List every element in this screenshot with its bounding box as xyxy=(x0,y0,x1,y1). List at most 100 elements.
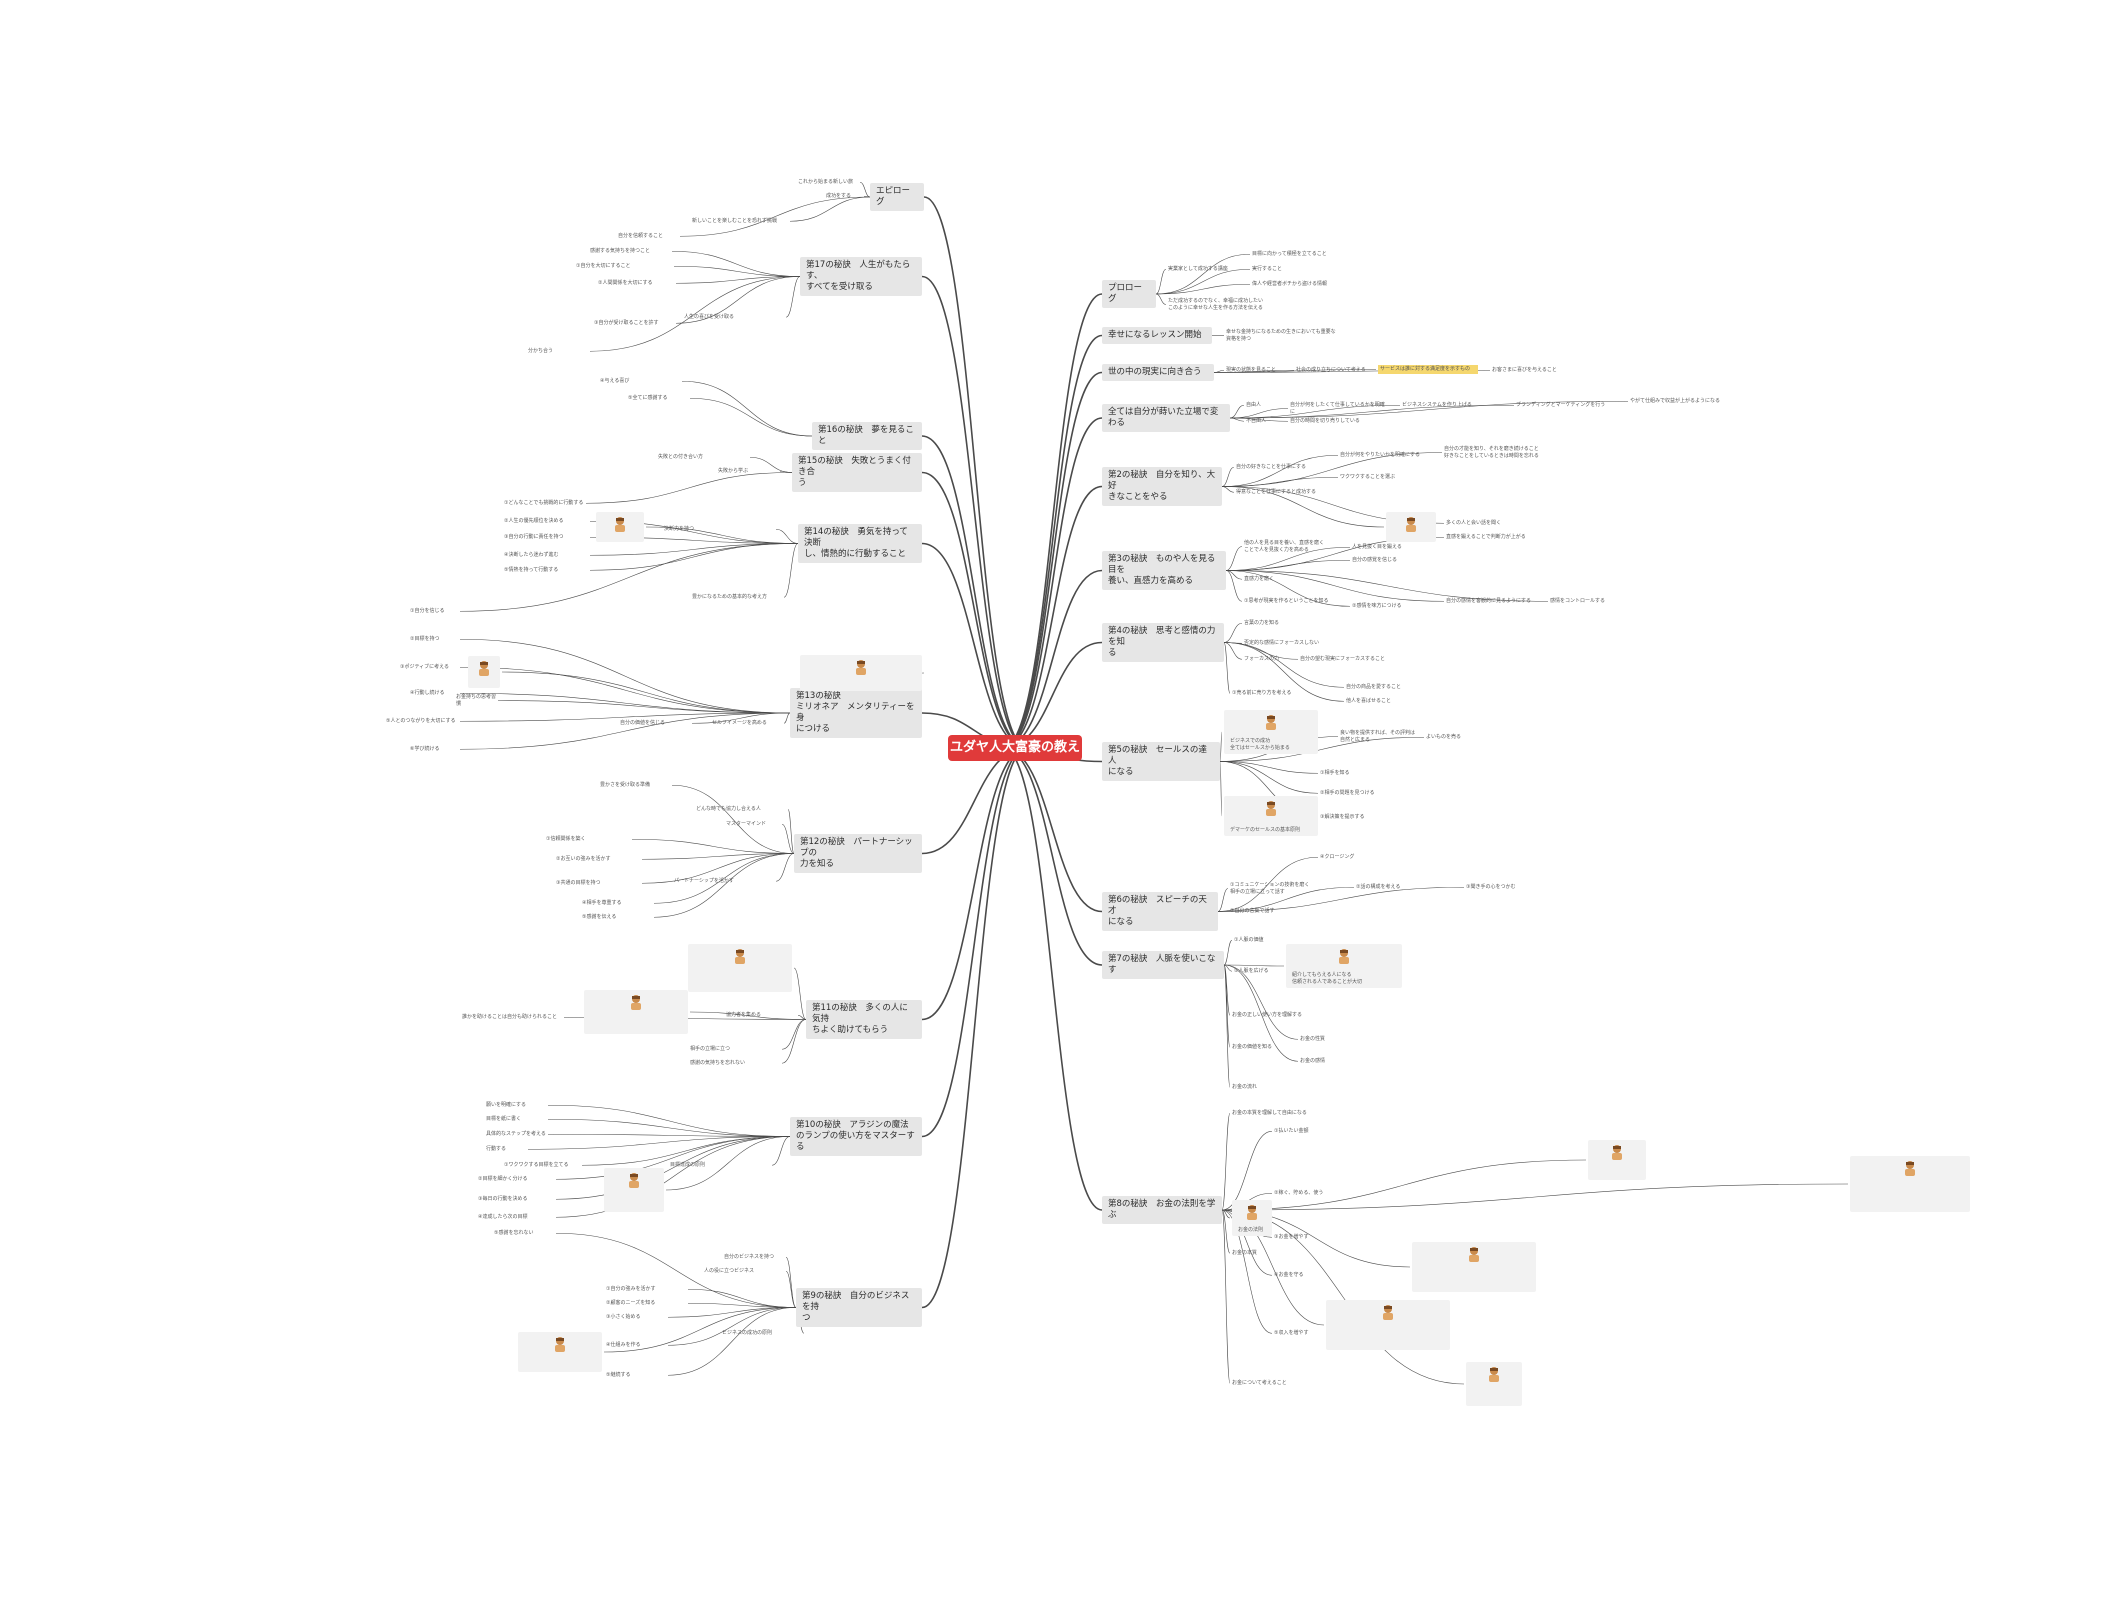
connector-line xyxy=(783,543,799,598)
branch-prologue[interactable]: プロローグ xyxy=(1102,280,1156,308)
branch-position[interactable]: 全ては自分が蒔いた立場で変わる xyxy=(1102,404,1230,432)
person-avatar-icon xyxy=(629,994,643,1010)
connector-line xyxy=(1002,371,1103,749)
connector-line xyxy=(1225,546,1351,571)
connector-line xyxy=(1223,964,1285,967)
connector-line xyxy=(589,543,799,556)
branch-secret-2[interactable]: 第2の秘訣 自分を知り、大好 きなことをやる xyxy=(1102,467,1222,506)
sub-node: ④お金を守る xyxy=(1274,1272,1304,1278)
sub-node: ②稼ぐ、貯める、使う xyxy=(1274,1190,1324,1196)
branch-face-reality[interactable]: 世の中の現実に向き合う xyxy=(1102,364,1214,381)
connector-line xyxy=(459,543,799,612)
connector-line xyxy=(547,1104,791,1137)
branch-secret-7[interactable]: 第7の秘訣 人脈を使いこなす xyxy=(1102,951,1224,979)
sub-node: 誰かを助けることは自分も助けられること xyxy=(462,1014,558,1020)
sub-node: 他人を喜ばせること xyxy=(1346,698,1392,704)
image-card: ビジネスでの成功 全てはセールスから始まる xyxy=(1224,710,1318,754)
connector-line xyxy=(459,712,791,750)
image-card xyxy=(1588,1140,1646,1180)
connector-line xyxy=(547,1118,791,1137)
connector-line xyxy=(1223,964,1299,1040)
person-avatar-icon xyxy=(1404,516,1418,532)
sub-node: ③ポジティブに考える xyxy=(400,664,450,670)
connector-line xyxy=(787,808,795,854)
sub-node: 自由人 xyxy=(1246,402,1262,408)
sub-node: ②目標を持つ xyxy=(410,636,440,642)
connector-line xyxy=(1223,642,1345,688)
connector-line xyxy=(589,276,801,352)
sub-node: 自分の時間を切り売りしている xyxy=(1290,418,1360,424)
sub-node: 自分の価値を信じる xyxy=(620,720,666,726)
sub-node: 相手の立場に立つ xyxy=(690,1046,731,1052)
branch-secret-16[interactable]: 第16の秘訣 夢を見ること xyxy=(812,422,922,450)
image-card xyxy=(518,1332,602,1372)
sub-node: マスターマインド xyxy=(726,821,767,827)
sub-node: 協力者を集める xyxy=(726,1012,762,1018)
branch-lesson-start[interactable]: 幸せになるレッスン開始 xyxy=(1102,327,1212,344)
connector-line xyxy=(555,1136,791,1218)
connector-line xyxy=(1225,570,1549,602)
sub-node: お金の本質 xyxy=(1232,1250,1258,1256)
connector-line xyxy=(1002,747,1103,966)
sub-node: ③自分の行動に責任を持つ xyxy=(504,534,564,540)
branch-secret-3[interactable]: 第3の秘訣 ものや人を見る目を 養い、直感力を高める xyxy=(1102,551,1226,590)
connector-line xyxy=(1219,761,1319,794)
connector-line xyxy=(1223,964,1299,1062)
sub-node: よいものを売る xyxy=(1426,734,1462,740)
branch-secret-8[interactable]: 第8の秘訣 お金の法則を学ぶ xyxy=(1102,1196,1222,1224)
connector-line xyxy=(1219,731,1223,762)
connector-line xyxy=(459,712,791,722)
connector-line xyxy=(921,747,1028,1138)
sub-node: 人生の喜びを受け取る xyxy=(684,314,735,320)
sub-node: ③聞き手の心をつかむ xyxy=(1466,884,1516,890)
sub-node: ②相手の問題を見つける xyxy=(1320,790,1375,796)
connector-line xyxy=(775,528,799,544)
branch-secret-13[interactable]: 第13の秘訣 ミリオネア メンタリティーを身 につける xyxy=(790,688,922,738)
sub-node: 目標を紙に書く xyxy=(486,1116,522,1122)
branch-secret-6[interactable]: 第6の秘訣 スピーチの天才 になる xyxy=(1102,892,1218,931)
sub-node: ビジネスの成功の原則 xyxy=(722,1330,773,1336)
sub-node: ②人脈を広げる xyxy=(1234,968,1269,974)
branch-secret-14[interactable]: 第14の秘訣 勇気を持って決断 し、情熱的に行動すること xyxy=(798,524,922,563)
branch-secret-15[interactable]: 第15の秘訣 失敗とうまく付き合 う xyxy=(792,453,922,492)
sub-node: ④相手を尊重する xyxy=(582,900,622,906)
branch-secret-17[interactable]: 第17の秘訣 人生がもたらす、 すべてを受け取る xyxy=(800,257,922,296)
sub-node: ①自分を信じる xyxy=(410,608,445,614)
connector-line xyxy=(785,276,801,318)
sub-node: パートナーシップを活かす xyxy=(674,878,734,884)
branch-epilogue[interactable]: エピローグ xyxy=(870,183,924,211)
person-avatar-icon xyxy=(627,1172,641,1188)
sub-node: どんな時でも協力し合える人 xyxy=(696,806,761,812)
connector-line xyxy=(921,542,1028,749)
person-avatar-icon xyxy=(613,516,627,532)
branch-secret-5[interactable]: 第5の秘訣 セールスの達人 になる xyxy=(1102,742,1220,781)
sub-node: ①信頼関係を築く xyxy=(546,836,586,842)
branch-secret-9[interactable]: 第9の秘訣 自分のビジネスを持 つ xyxy=(796,1288,922,1327)
branch-secret-4[interactable]: 第4の秘訣 思考と感情の力を知 る xyxy=(1102,623,1224,662)
sub-node: お客さまに喜びを与えること xyxy=(1492,367,1557,373)
connector-line xyxy=(1223,964,1231,1048)
central-topic[interactable]: ユダヤ人大富豪の教え xyxy=(948,735,1082,761)
sub-node: お金持ちの思考習慣 xyxy=(456,694,497,707)
sub-node: ⑤感謝を忘れない xyxy=(494,1230,534,1236)
sub-node: ビジネスシステムを作り上げる xyxy=(1402,402,1472,408)
sub-node: 幸せな金持ちになるための生きにおいても重要な 資格を持つ xyxy=(1226,329,1336,342)
sub-node: ②自分の言葉で話す xyxy=(1230,908,1275,914)
branch-secret-12[interactable]: 第12の秘訣 パートナーシップの 力を知る xyxy=(794,834,922,873)
image-card xyxy=(596,512,644,542)
image-card xyxy=(1466,1362,1522,1406)
connector-line xyxy=(1221,1130,1273,1211)
sub-node: 豊かになるための基本的な考え方 xyxy=(692,594,768,600)
connector-line xyxy=(1155,283,1251,295)
branch-secret-10[interactable]: 第10の秘訣 アラジンの魔法 のランプの使い方をマスターする xyxy=(790,1117,922,1156)
card-text: 紹介してもらえる人になる 信頼される人であることが大切 xyxy=(1292,972,1362,985)
connector-line xyxy=(1221,1209,1231,1254)
connector-line xyxy=(921,747,1028,1021)
sub-node: お金の正しい使い方を理解する xyxy=(1232,1012,1303,1018)
sub-node: 自分が何をしたくて仕事しているかを明確に xyxy=(1290,402,1385,415)
branch-secret-11[interactable]: 第11の秘訣 多くの人に気持 ちよく助けてもらう xyxy=(806,1000,922,1039)
connector-line xyxy=(1221,1209,1273,1334)
sub-node: ④達成したら次の目標 xyxy=(478,1214,528,1220)
connector-line xyxy=(673,265,801,277)
sub-node: ①思考が現実を作るということを知る xyxy=(1244,598,1329,604)
